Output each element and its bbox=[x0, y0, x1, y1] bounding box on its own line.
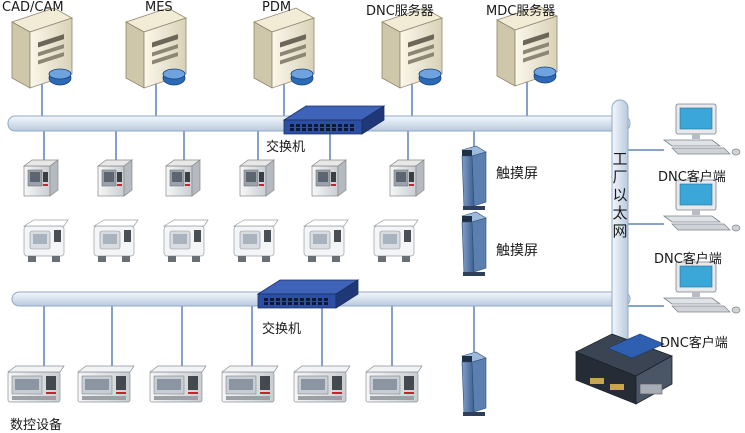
cnc-vmc-icon bbox=[389, 159, 425, 197]
server-label-cadcam: CAD/CAM bbox=[2, 0, 64, 15]
cnc-vmc-icon bbox=[97, 159, 133, 197]
serial-device-server-icon bbox=[575, 333, 673, 405]
server-label-mes: MES bbox=[145, 0, 173, 15]
server-icon-mes bbox=[125, 7, 187, 89]
server-label-mdc: MDC服务器 bbox=[486, 4, 556, 19]
server-icon-dnc bbox=[381, 7, 443, 89]
cnc-machining-center-icon bbox=[303, 219, 349, 263]
ethernet-char: 网 bbox=[612, 222, 628, 240]
touchscreen-label-2: 触摸屏 bbox=[496, 243, 538, 259]
cnc-machining-center-icon bbox=[233, 219, 279, 263]
switch-icon-top bbox=[283, 105, 385, 135]
server-label-pdm: PDM bbox=[262, 0, 292, 15]
server-icon-cadcam bbox=[11, 7, 73, 89]
cnc-vmc-icon bbox=[239, 159, 275, 197]
cnc-lathe-icon bbox=[77, 365, 135, 403]
cnc-lathe-icon bbox=[365, 365, 423, 403]
switch-label-top: 交换机 bbox=[266, 140, 306, 155]
switch-label-bottom: 交换机 bbox=[262, 322, 302, 337]
touchscreen-label-1: 触摸屏 bbox=[496, 166, 538, 182]
touchscreen-kiosk-icon bbox=[461, 211, 487, 277]
cnc-vmc-icon bbox=[23, 159, 59, 197]
server-icon-pdm bbox=[253, 7, 315, 89]
touchscreen-kiosk-icon bbox=[461, 145, 487, 211]
ethernet-char: 太 bbox=[612, 204, 628, 222]
cnc-machining-center-icon bbox=[163, 219, 209, 263]
ethernet-char: 以 bbox=[612, 186, 628, 204]
network-wiring bbox=[41, 80, 664, 366]
switch-icon-bottom bbox=[257, 279, 359, 309]
factory-ethernet-label: 工 厂 以 太 网 bbox=[611, 150, 629, 240]
ethernet-char: 工 bbox=[612, 150, 628, 168]
cnc-lathe-icon bbox=[293, 365, 351, 403]
cnc-lathe-icon bbox=[149, 365, 207, 403]
cnc-machining-center-icon bbox=[93, 219, 139, 263]
cnc-vmc-icon bbox=[311, 159, 347, 197]
dnc-client-label-2: DNC客户端 bbox=[654, 252, 722, 267]
dnc-client-label-3: DNC客户端 bbox=[660, 336, 728, 351]
dnc-client-pc-icon bbox=[663, 179, 741, 232]
cnc-lathe-icon bbox=[221, 365, 279, 403]
server-label-dnc: DNC服务器 bbox=[366, 4, 434, 19]
touchscreen-kiosk-icon bbox=[461, 351, 487, 417]
cnc-machining-center-icon bbox=[373, 219, 419, 263]
dnc-client-pc-icon bbox=[663, 103, 741, 156]
ethernet-char: 厂 bbox=[612, 168, 628, 186]
cnc-vmc-icon bbox=[165, 159, 201, 197]
cnc-equipment-label: 数控设备 bbox=[10, 418, 63, 433]
dnc-client-label-1: DNC客户端 bbox=[658, 170, 726, 185]
cnc-machining-center-icon bbox=[23, 219, 69, 263]
dnc-client-pc-icon bbox=[663, 261, 741, 314]
cnc-lathe-icon bbox=[7, 365, 65, 403]
